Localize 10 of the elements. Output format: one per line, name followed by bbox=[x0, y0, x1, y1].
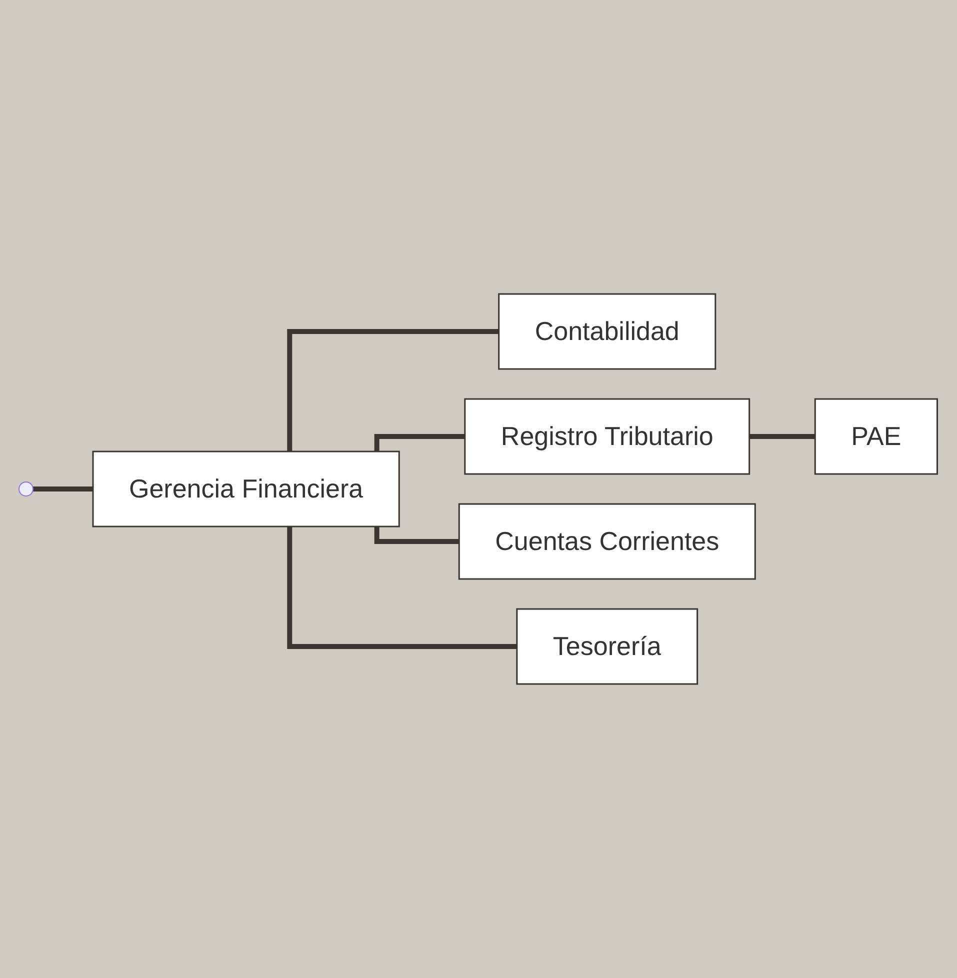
connector bbox=[288, 526, 518, 649]
node-box: Gerencia Financiera bbox=[92, 450, 400, 528]
node-box: Cuentas Corrientes bbox=[458, 503, 756, 580]
connector bbox=[288, 329, 500, 452]
connector bbox=[374, 434, 466, 452]
node-box: Contabilidad bbox=[498, 293, 717, 370]
node-box: PAE bbox=[814, 398, 938, 475]
connector bbox=[374, 526, 460, 544]
node-box: Registro Tributario bbox=[464, 398, 750, 475]
node-box: Tesorería bbox=[516, 608, 698, 685]
